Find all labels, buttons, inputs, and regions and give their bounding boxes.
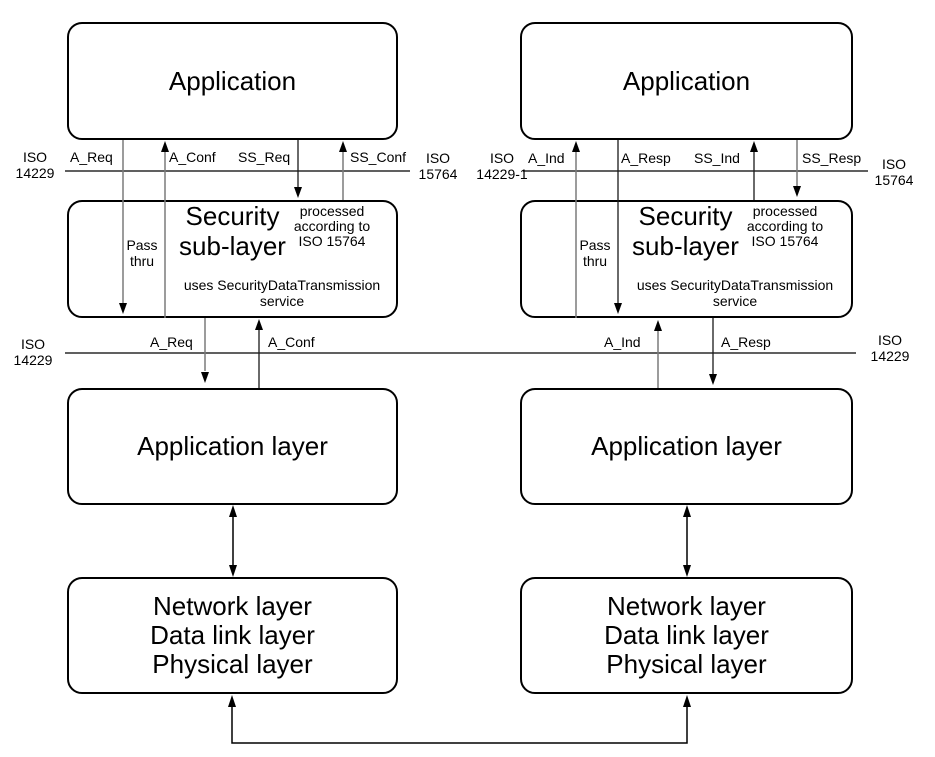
security-sublayer-title-right: Security sub-layer: [632, 201, 739, 261]
security-note-right: processed according to ISO 15764: [746, 203, 824, 249]
pass-thru-label-right: Pass thru: [579, 237, 611, 269]
interlayer-arrowhead-down-right: [683, 565, 691, 577]
iso-14229-1-badge-top-right-col: ISO 14229-1: [476, 150, 528, 182]
physical-bus-arrowhead-right: [683, 695, 691, 707]
pass-thru-label-left: Pass thru: [126, 237, 158, 269]
iso-14229-badge-mid-right: ISO 14229: [870, 332, 910, 364]
primitive-label-ss-ind: SS_Ind: [694, 150, 740, 166]
network-layer-line: Network layer: [153, 591, 312, 621]
security-sublayer-title-left: Security sub-layer: [179, 201, 286, 261]
network-stack-box-right: Network layer Data link layer Physical l…: [520, 577, 853, 694]
primitive-label-ss-resp: SS_Resp: [802, 150, 862, 166]
uses-service-label-right: uses SecurityDataTransmission service: [636, 277, 834, 309]
network-stack-box-right-label: Network layer Data link layer Physical l…: [604, 592, 769, 679]
ss-req-arrowhead-down-left: [294, 187, 302, 198]
iso-14229-badge-mid-left: ISO 14229: [13, 336, 53, 368]
physical-bus-arrowhead-left: [228, 695, 236, 707]
network-stack-box-left: Network layer Data link layer Physical l…: [67, 577, 398, 694]
security-sublayer-box-left: [67, 200, 398, 318]
application-box-left-label: Application: [168, 65, 297, 96]
physical-bus-line: [231, 706, 688, 744]
datalink-layer-line: Data link layer: [604, 620, 769, 650]
application-layer-box-right: Application layer: [520, 388, 853, 505]
a-conf-arrowhead-up-left: [161, 141, 169, 152]
iso-14229-badge-top-left: ISO 14229: [15, 149, 55, 181]
interlayer-arrowhead-up-left: [229, 505, 237, 517]
application-layer-box-left-label: Application layer: [137, 431, 328, 461]
primitive-label-a-resp-top: A_Resp: [621, 150, 671, 166]
network-layer-line: Network layer: [607, 591, 766, 621]
application-box-right-label: Application: [622, 65, 751, 96]
primitive-label-ss-conf: SS_Conf: [350, 149, 407, 165]
interlayer-arrowhead-up-right: [683, 505, 691, 517]
ss-conf-arrowhead-up-left: [339, 141, 347, 152]
primitive-label-a-req-top: A_Req: [70, 149, 113, 165]
a-req-arrowhead-lower-left: [201, 372, 209, 383]
ss-ind-arrowhead-up-right: [750, 141, 758, 152]
primitive-label-a-resp-mid: A_Resp: [721, 334, 771, 350]
application-layer-box-right-label: Application layer: [591, 431, 782, 461]
a-ind-arrowhead-lower-right: [654, 320, 662, 331]
physical-layer-line: Physical layer: [606, 649, 767, 679]
interlayer-arrowhead-down-left: [229, 565, 237, 577]
primitive-label-a-conf-top: A_Conf: [169, 149, 216, 165]
datalink-layer-line: Data link layer: [150, 620, 315, 650]
physical-layer-line: Physical layer: [152, 649, 313, 679]
uses-service-label-left: uses SecurityDataTransmission service: [183, 277, 381, 309]
primitive-label-ss-req: SS_Req: [238, 149, 291, 165]
security-note-left: processed according to ISO 15764: [293, 203, 371, 249]
primitive-label-a-ind-top: A_Ind: [528, 150, 565, 166]
application-box-left: Application: [67, 22, 398, 140]
primitive-label-a-req-mid: A_Req: [150, 334, 193, 350]
primitive-label-a-ind-mid: A_Ind: [604, 334, 641, 350]
network-stack-box-left-label: Network layer Data link layer Physical l…: [150, 592, 315, 679]
application-box-right: Application: [520, 22, 853, 140]
a-ind-arrowhead-up-right: [572, 141, 580, 152]
application-layer-box-left: Application layer: [67, 388, 398, 505]
primitive-label-a-conf-mid: A_Conf: [268, 334, 315, 350]
iso-15764-badge-top-left-col: ISO 15764: [418, 150, 458, 182]
a-conf-arrowhead-lower-left: [255, 319, 263, 330]
iso-15764-badge-top-right-col: ISO 15764: [874, 156, 914, 188]
a-resp-arrowhead-lower-right: [709, 374, 717, 385]
ss-resp-arrowhead-down-right: [793, 186, 801, 197]
